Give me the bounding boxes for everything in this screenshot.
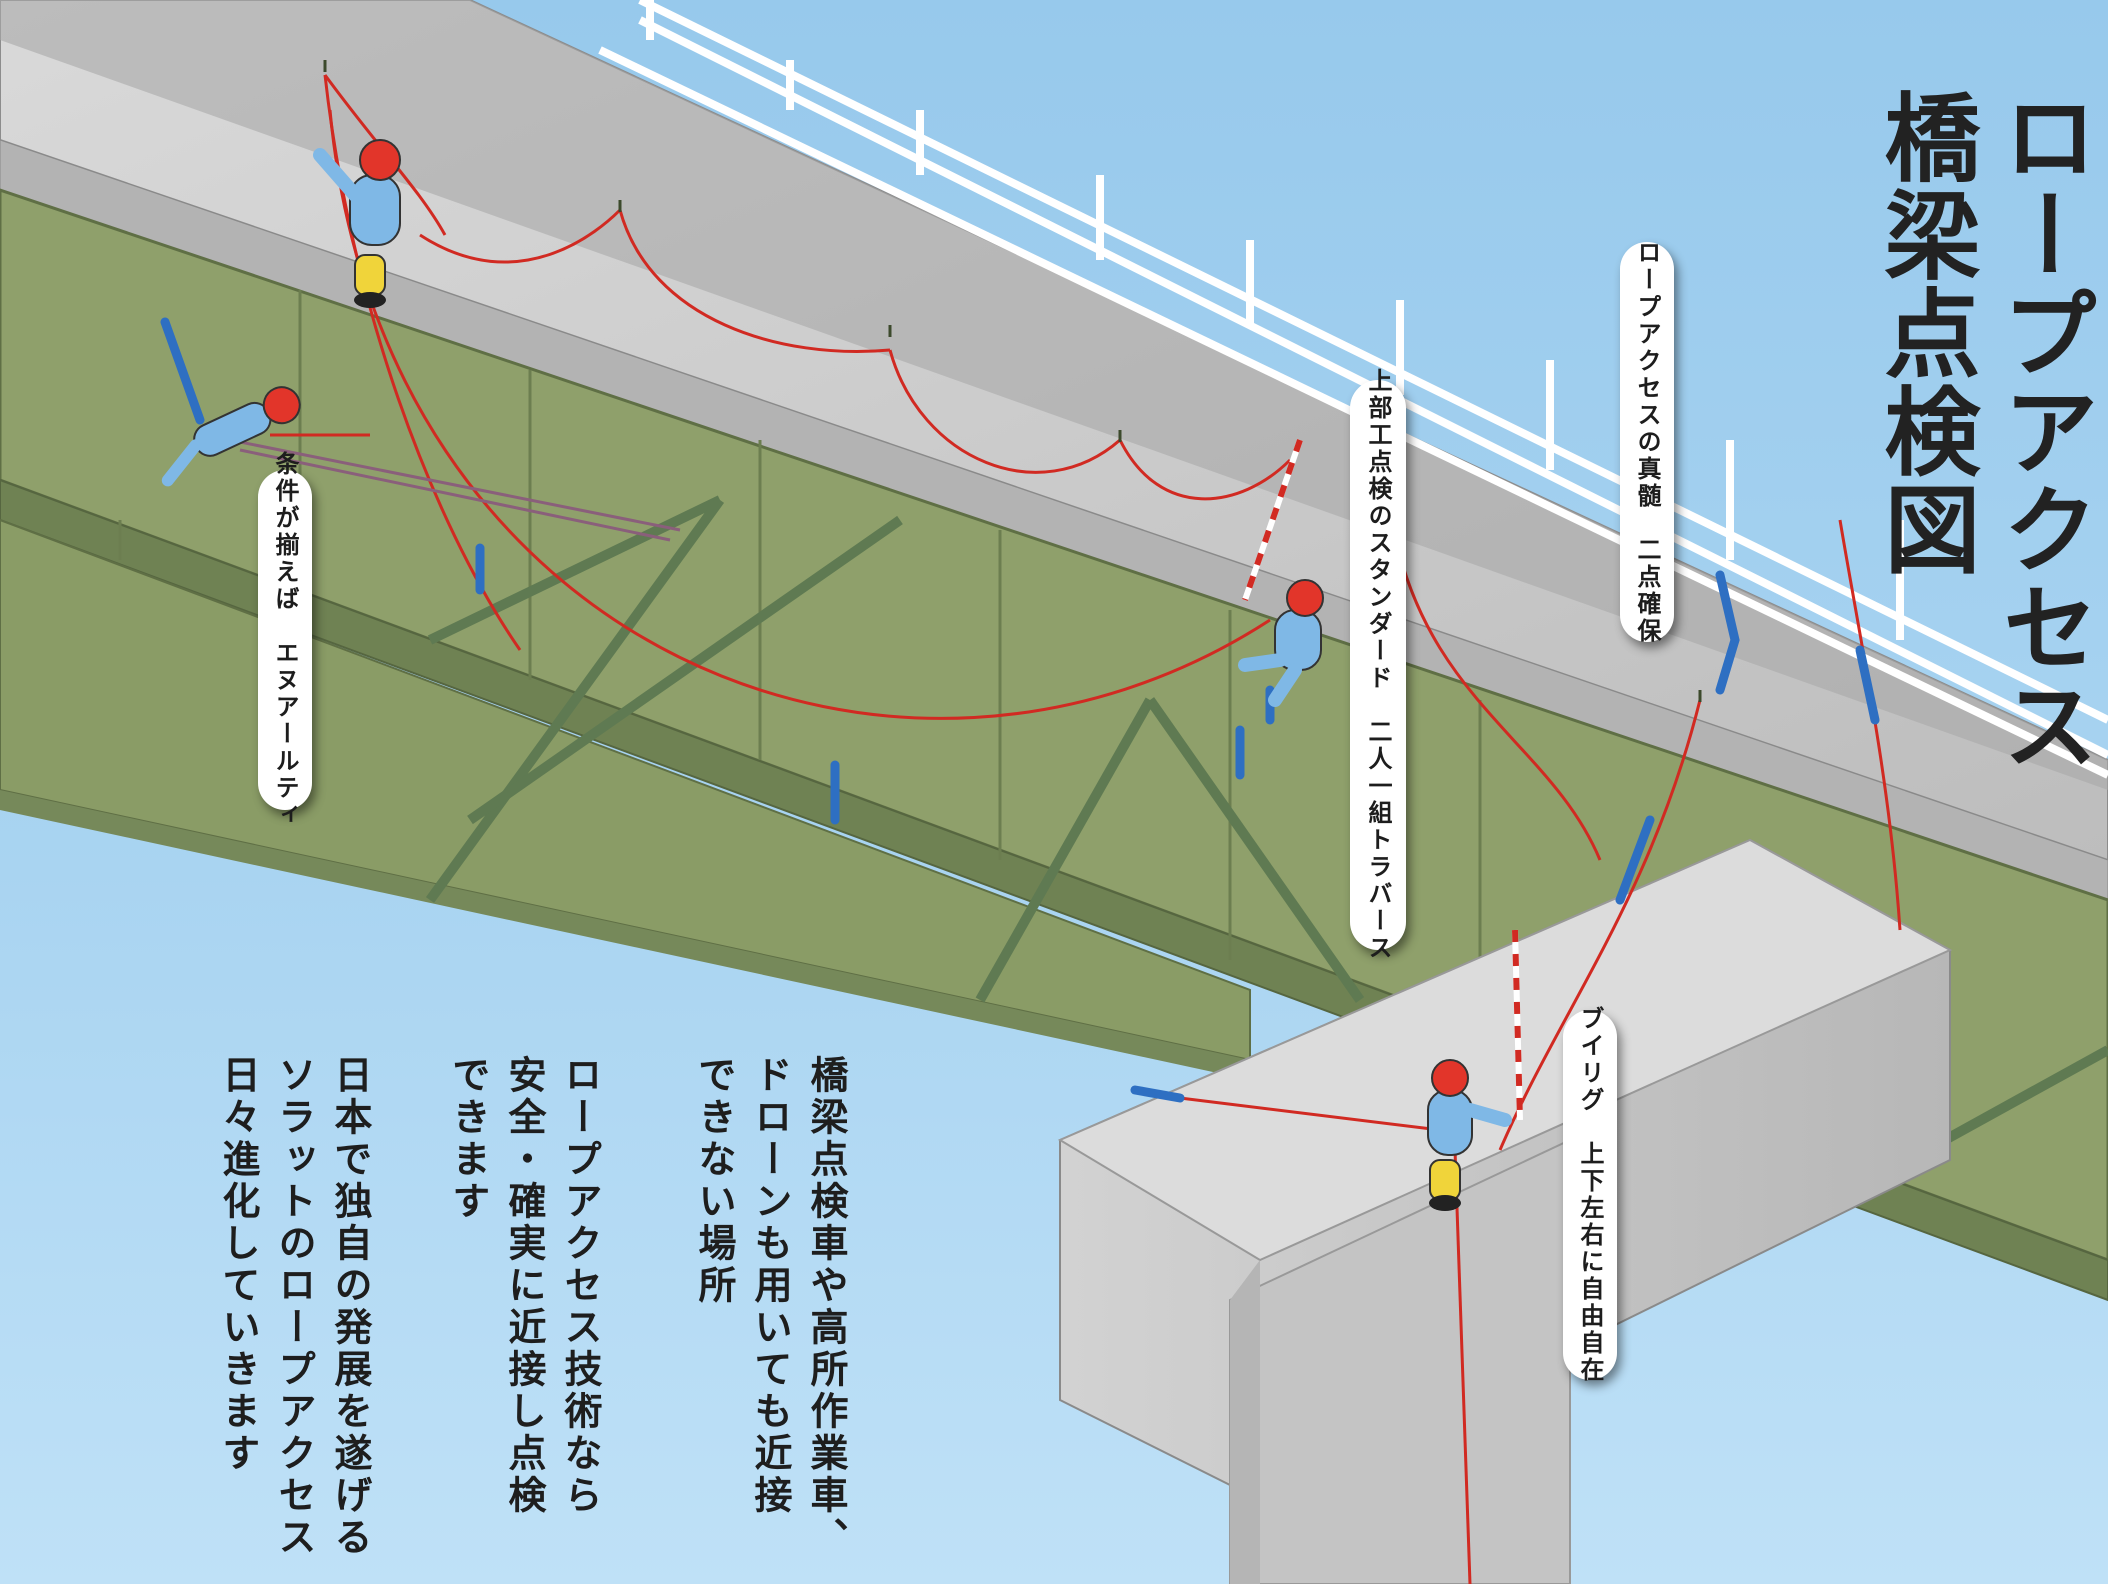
worker-figure <box>161 139 1512 1211</box>
label-text: ロープアクセスの真髄 二点確保 <box>1633 239 1661 645</box>
label-biilig: ブイリグ 上下左右に自由自在 <box>1563 1006 1617 1384</box>
label-text: 上部工点検のスタンダード 二人一組トラバース <box>1364 368 1392 962</box>
pier <box>1057 838 1953 1584</box>
label-two-point-anchor: ロープアクセスの真髄 二点確保 <box>1620 239 1674 645</box>
bridge-deck <box>0 0 2108 901</box>
page-title: ロープアクセス 橋梁点検図 <box>1868 88 2098 774</box>
paragraph-evolution: 日本で独自の発展を遂げる ソラットのロープアクセス 日々進化していきます <box>216 1055 372 1559</box>
blue-sling <box>160 317 1880 1103</box>
measuring-pole <box>1242 439 1523 1121</box>
paragraph-inaccessible-places: 橋梁点検車や高所作業車、 ドローンも用いても近接 できない場所 <box>692 1055 848 1559</box>
label-traverse-standard: 上部工点検のスタンダード 二人一組トラバース <box>1350 368 1406 962</box>
label-text: 条件が揃えば エヌアールティ <box>271 451 299 829</box>
label-nrt: 条件が揃えば エヌアールティ <box>258 451 312 829</box>
rope <box>229 438 681 542</box>
paragraph-rope-access-safety: ロープアクセス技術なら 安全・確実に近接し点検 できます <box>446 1055 602 1517</box>
label-text: ブイリグ 上下左右に自由自在 <box>1576 1006 1604 1384</box>
